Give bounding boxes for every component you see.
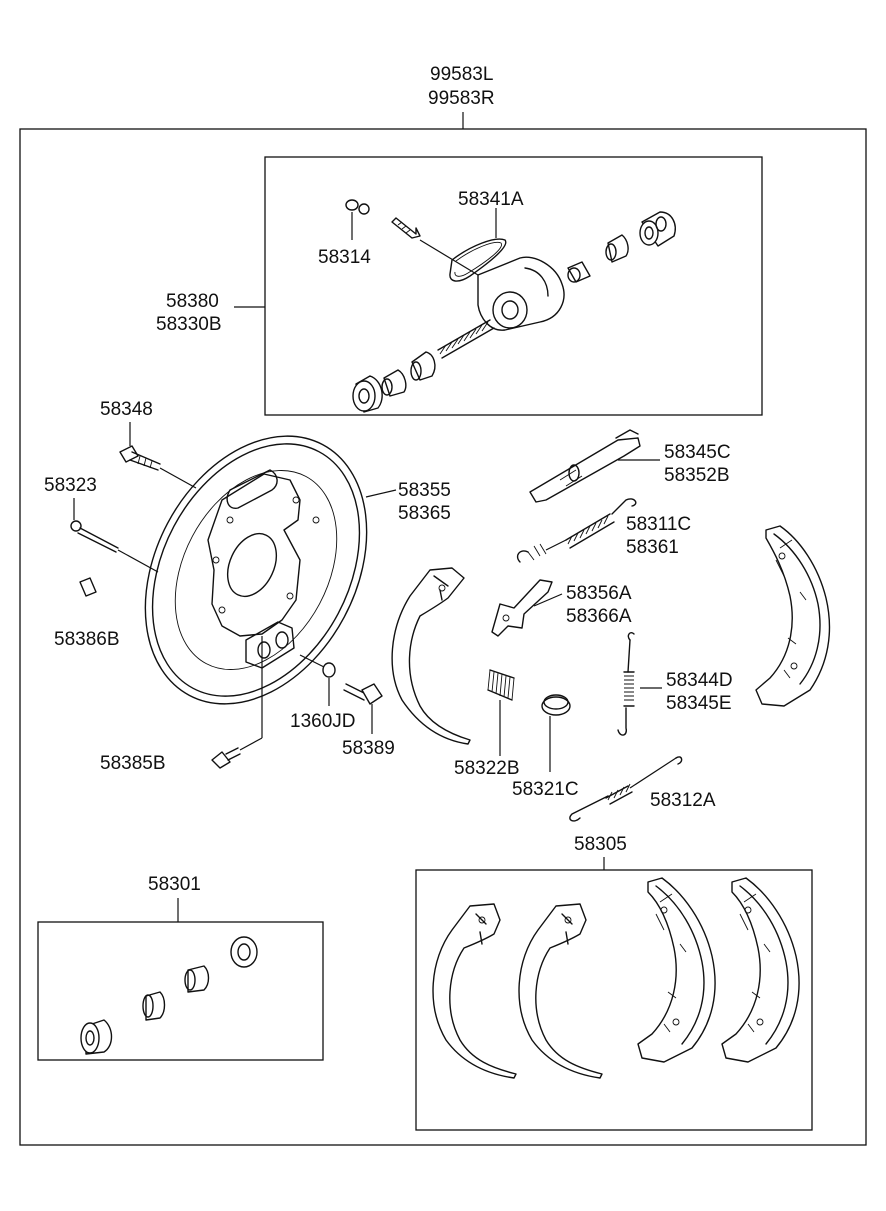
label-58330b: 58330B bbox=[156, 314, 222, 335]
label-58365: 58365 bbox=[398, 503, 451, 524]
label-58301: 58301 bbox=[148, 874, 201, 895]
cap-58386b bbox=[79, 577, 97, 597]
shoe-kit-shoe-3 bbox=[637, 877, 716, 1063]
label-58344d: 58344D bbox=[666, 670, 733, 691]
label-58314: 58314 bbox=[318, 247, 371, 268]
pin-58323 bbox=[70, 520, 159, 573]
spring-58322b bbox=[487, 669, 515, 756]
label-58311c: 58311C bbox=[626, 514, 691, 535]
label-58356a: 58356A bbox=[566, 583, 632, 604]
label-58386b: 58386B bbox=[54, 629, 120, 650]
wheel-cylinder-frame bbox=[264, 156, 763, 416]
repair-kit-parts bbox=[80, 936, 258, 1055]
label-99583r: 99583R bbox=[428, 88, 495, 109]
label-58389: 58389 bbox=[342, 738, 395, 759]
backing-plate bbox=[144, 435, 368, 705]
label-58361: 58361 bbox=[626, 537, 679, 558]
bolt-58389 bbox=[343, 683, 383, 734]
spring-58311c bbox=[516, 498, 637, 563]
shoe-kit-shoe-2 bbox=[518, 903, 603, 1079]
label-58385b: 58385B bbox=[100, 753, 166, 774]
label-58322b: 58322B bbox=[454, 758, 520, 779]
wheel-cylinder-group bbox=[345, 199, 676, 413]
washer-1360jd bbox=[322, 662, 336, 678]
label-58345e: 58345E bbox=[666, 693, 732, 714]
lever-58356a bbox=[491, 579, 553, 637]
label-58341a: 58341A bbox=[458, 189, 524, 210]
label-58352b: 58352B bbox=[664, 465, 730, 486]
spring-58312a bbox=[569, 756, 683, 822]
label-58323: 58323 bbox=[44, 475, 97, 496]
adjuster-58345c bbox=[529, 429, 641, 503]
label-58366a: 58366A bbox=[566, 606, 632, 627]
label-58312a: 58312A bbox=[650, 790, 716, 811]
label-1360jd: 1360JD bbox=[290, 711, 356, 732]
leader-backing-plate bbox=[365, 489, 397, 498]
cup-58321c bbox=[541, 694, 571, 772]
brake-shoe-center bbox=[391, 567, 471, 745]
label-99583l: 99583L bbox=[430, 64, 493, 85]
shoe-kit-shoe-1 bbox=[432, 903, 517, 1079]
label-58321c: 58321C bbox=[512, 779, 579, 800]
shoe-kit-frame bbox=[415, 869, 813, 1131]
spring-58344d bbox=[617, 631, 635, 736]
shoe-kit-shoe-4 bbox=[721, 877, 800, 1063]
label-58355: 58355 bbox=[398, 480, 451, 501]
label-58380: 58380 bbox=[166, 291, 219, 312]
leader-58356a bbox=[533, 593, 563, 607]
assembly-frame bbox=[19, 128, 867, 1146]
bolt-58348 bbox=[119, 445, 197, 489]
label-58305: 58305 bbox=[574, 834, 627, 855]
plug-58385b bbox=[211, 636, 263, 769]
label-58345c: 58345C bbox=[664, 442, 731, 463]
label-58348: 58348 bbox=[100, 399, 153, 420]
repair-kit-frame bbox=[37, 921, 324, 1061]
brake-shoe-right bbox=[755, 525, 831, 707]
